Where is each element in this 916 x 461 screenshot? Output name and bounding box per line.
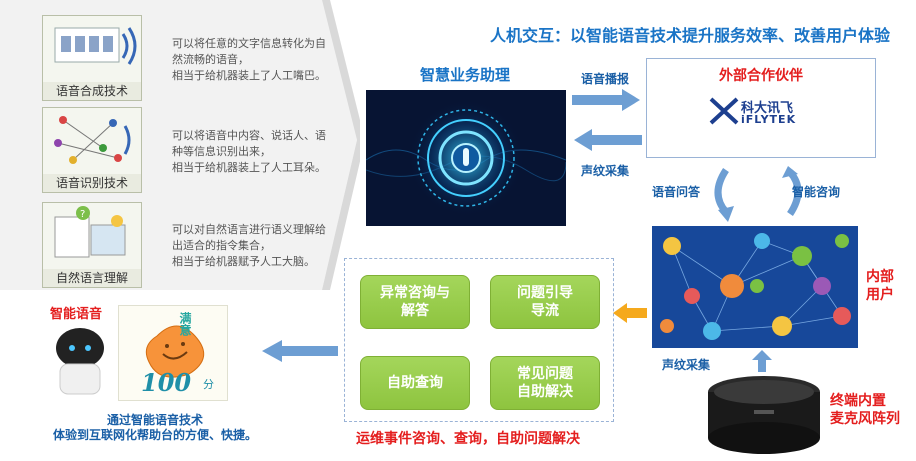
- services-box: [344, 258, 614, 422]
- mic-array-label: 终端内置 麦克风阵列: [830, 393, 900, 427]
- users-network-image: [652, 226, 858, 348]
- cycle-arrows-icon: [714, 166, 802, 222]
- broadcast-label: 语音播报: [581, 72, 630, 86]
- tech-description: 可以将任意的文字信息转化为自 然流畅的语音， 相当于给机器装上了人工嘴巴。: [172, 37, 326, 82]
- smart-speaker-icon: [56, 328, 104, 395]
- smart-consult-label: 智能咨询: [792, 185, 841, 199]
- satisfaction-badge: 满意 100 分: [118, 305, 228, 401]
- voice-qa-label: 语音问答: [652, 185, 701, 199]
- page-title: 人机交互：以智能语音技术提升服务效率、改善用户体验: [490, 26, 891, 45]
- documents-icon: ?: [54, 206, 126, 258]
- service-faq-self-solve: 常见问题 自助解决: [490, 356, 600, 410]
- tech-description: 可以将语音中内容、说话人、语 种等信息识别出来， 相当于给机器装上了人工耳朵。: [172, 129, 326, 174]
- orange-left-arrow-icon: [613, 303, 647, 323]
- inner-users-label: 内部 用户: [866, 269, 894, 303]
- logo-en-text: iFLYTEK: [741, 113, 797, 126]
- tech-caption: 语音合成技术: [43, 82, 141, 100]
- speech-synthesis-image: 语音合成技术: [42, 15, 142, 101]
- svg-text:?: ?: [80, 209, 85, 220]
- speech-recognition-image: 语音识别技术: [42, 107, 142, 193]
- network-nodes-icon: [54, 116, 131, 164]
- service-question-guide: 问题引导 导流: [490, 275, 600, 329]
- tech-description: 可以对自然语言进行语义理解给 出适合的指令集合， 相当于给机器赋予人工大脑。: [172, 223, 326, 268]
- sound-wave-icon: [54, 27, 137, 65]
- up-arrow-icon: [752, 350, 772, 372]
- mic-array-device-icon: [708, 376, 820, 454]
- voice-circle-icon: [366, 90, 566, 226]
- left-arrow-icon: [574, 129, 642, 151]
- smiley-100-icon: [145, 325, 205, 378]
- badge-score: 100: [141, 368, 192, 397]
- services-left-arrow-icon: [262, 340, 338, 362]
- assistant-title: 智慧业务助理: [420, 66, 511, 84]
- badge-text: 满意: [178, 312, 192, 336]
- service-exception-consult: 异常咨询与 解答: [360, 275, 470, 329]
- tech-caption: 自然语言理解: [43, 269, 141, 287]
- assistant-image: [366, 90, 566, 226]
- service-self-query: 自助查询: [360, 356, 470, 410]
- voiceprint-label: 声纹采集: [581, 164, 630, 178]
- tech-caption: 语音识别技术: [43, 174, 141, 192]
- users-network-icon: [652, 226, 858, 348]
- smart-voice-caption: 通过智能语音技术 体验到互联网化帮助台的方便、快捷。: [52, 413, 257, 442]
- partner-title: 外部合作伙伴: [719, 68, 803, 84]
- iflytek-x-icon: [709, 97, 739, 125]
- partner-box: 外部合作伙伴 科大讯飞 iFLYTEK: [646, 58, 876, 158]
- logo-cn-text: 科大讯飞: [741, 101, 794, 116]
- smart-voice-label: 智能语音: [50, 307, 103, 322]
- badge-unit: 分: [203, 378, 214, 391]
- services-caption: 运维事件咨询、查询，自助问题解决: [356, 431, 580, 447]
- right-arrow-icon: [572, 89, 640, 111]
- mic-collect-label: 声纹采集: [662, 358, 711, 372]
- nlu-image: ? 自然语言理解: [42, 202, 142, 288]
